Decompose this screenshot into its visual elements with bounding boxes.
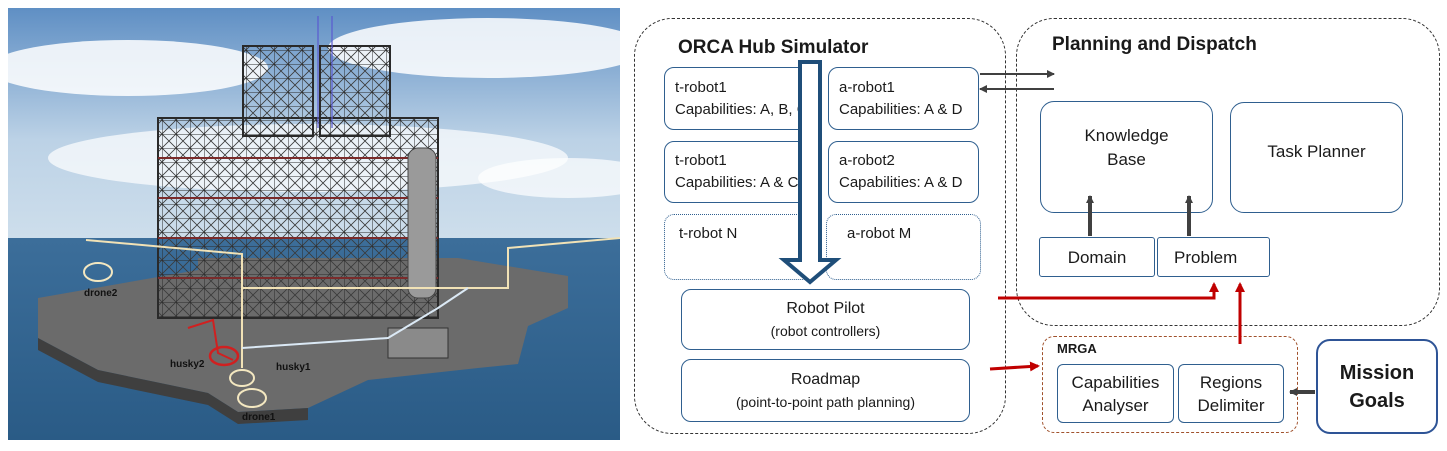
robot-capabilities: Capabilities: A & D — [839, 100, 963, 118]
capabilities-analyser-line1: Capabilities — [1071, 372, 1160, 392]
capabilities-analyser-line2: Analyser — [1082, 395, 1149, 415]
drone1-label: drone1 — [242, 412, 276, 423]
robot-name: t-robot1 — [675, 78, 727, 96]
regions-delimiter-line2: Delimiter — [1197, 395, 1265, 415]
robot-card: a-robot1 Capabilities: A & D — [828, 67, 979, 130]
robot-card-placeholder: t-robot N — [664, 214, 818, 280]
regions-delimiter-line1: Regions — [1199, 372, 1263, 392]
robot-pilot-title: Robot Pilot — [786, 299, 865, 317]
domain-label: Domain — [1067, 248, 1127, 267]
orca-hub-simulator-container — [634, 18, 1006, 434]
robot-pilot-box: Robot Pilot (robot controllers) — [681, 289, 970, 350]
robot-name: t-robot N — [679, 225, 738, 242]
capabilities-analyser-box: Capabilities Analyser — [1057, 364, 1174, 423]
knowledge-base-line2: Base — [1107, 150, 1146, 169]
regions-delimiter-box: Regions Delimiter — [1178, 364, 1284, 423]
robot-card-placeholder: a-robot M — [826, 214, 981, 280]
task-planner-box: Task Planner — [1230, 102, 1403, 213]
mrga-title: MRGA — [1057, 341, 1097, 356]
robot-capabilities: Capabilities: A & C — [675, 174, 799, 191]
drone2-label: drone2 — [84, 288, 118, 299]
simulator-scene-image: drone2 husky2 husky1 drone1 — [8, 8, 620, 440]
planning-dispatch-container — [1016, 18, 1440, 326]
husky2-label: husky2 — [170, 359, 205, 370]
robot-card: t-robot1 Capabilities: A, B, C — [664, 67, 812, 130]
mission-goals-line2: Goals — [1349, 389, 1405, 412]
knowledge-base-line1: Knowledge — [1084, 126, 1169, 145]
knowledge-base-box: Knowledge Base — [1040, 101, 1213, 213]
roadmap-title: Roadmap — [790, 370, 861, 388]
planning-dispatch-title: Planning and Dispatch — [1052, 34, 1257, 55]
husky1-label: husky1 — [276, 362, 311, 373]
mission-goals-line1: Mission — [1339, 361, 1415, 384]
offshore-platform-render — [8, 8, 620, 440]
mission-goals-box: Mission Goals — [1316, 339, 1438, 434]
robot-name: t-robot1 — [675, 152, 727, 169]
roadmap-subtitle: (point-to-point path planning) — [735, 393, 915, 410]
task-planner-label: Task Planner — [1267, 141, 1366, 161]
roadmap-box: Roadmap (point-to-point path planning) — [681, 359, 970, 422]
problem-box: Problem — [1157, 237, 1270, 277]
robot-name: a-robot2 — [839, 152, 895, 169]
robot-capabilities: Capabilities: A, B, C — [675, 100, 808, 118]
mrga-container — [1042, 336, 1298, 433]
robot-capabilities: Capabilities: A & D — [839, 174, 963, 191]
robot-card: a-robot2 Capabilities: A & D — [828, 141, 979, 203]
robot-card: t-robot1 Capabilities: A & C — [664, 141, 812, 203]
robot-name: a-robot M — [847, 225, 912, 242]
robot-name: a-robot1 — [839, 78, 895, 96]
problem-label: Problem — [1174, 248, 1238, 267]
orca-hub-simulator-title: ORCA Hub Simulator — [678, 37, 869, 58]
domain-box: Domain — [1039, 237, 1155, 277]
robot-pilot-subtitle: (robot controllers) — [770, 322, 881, 339]
